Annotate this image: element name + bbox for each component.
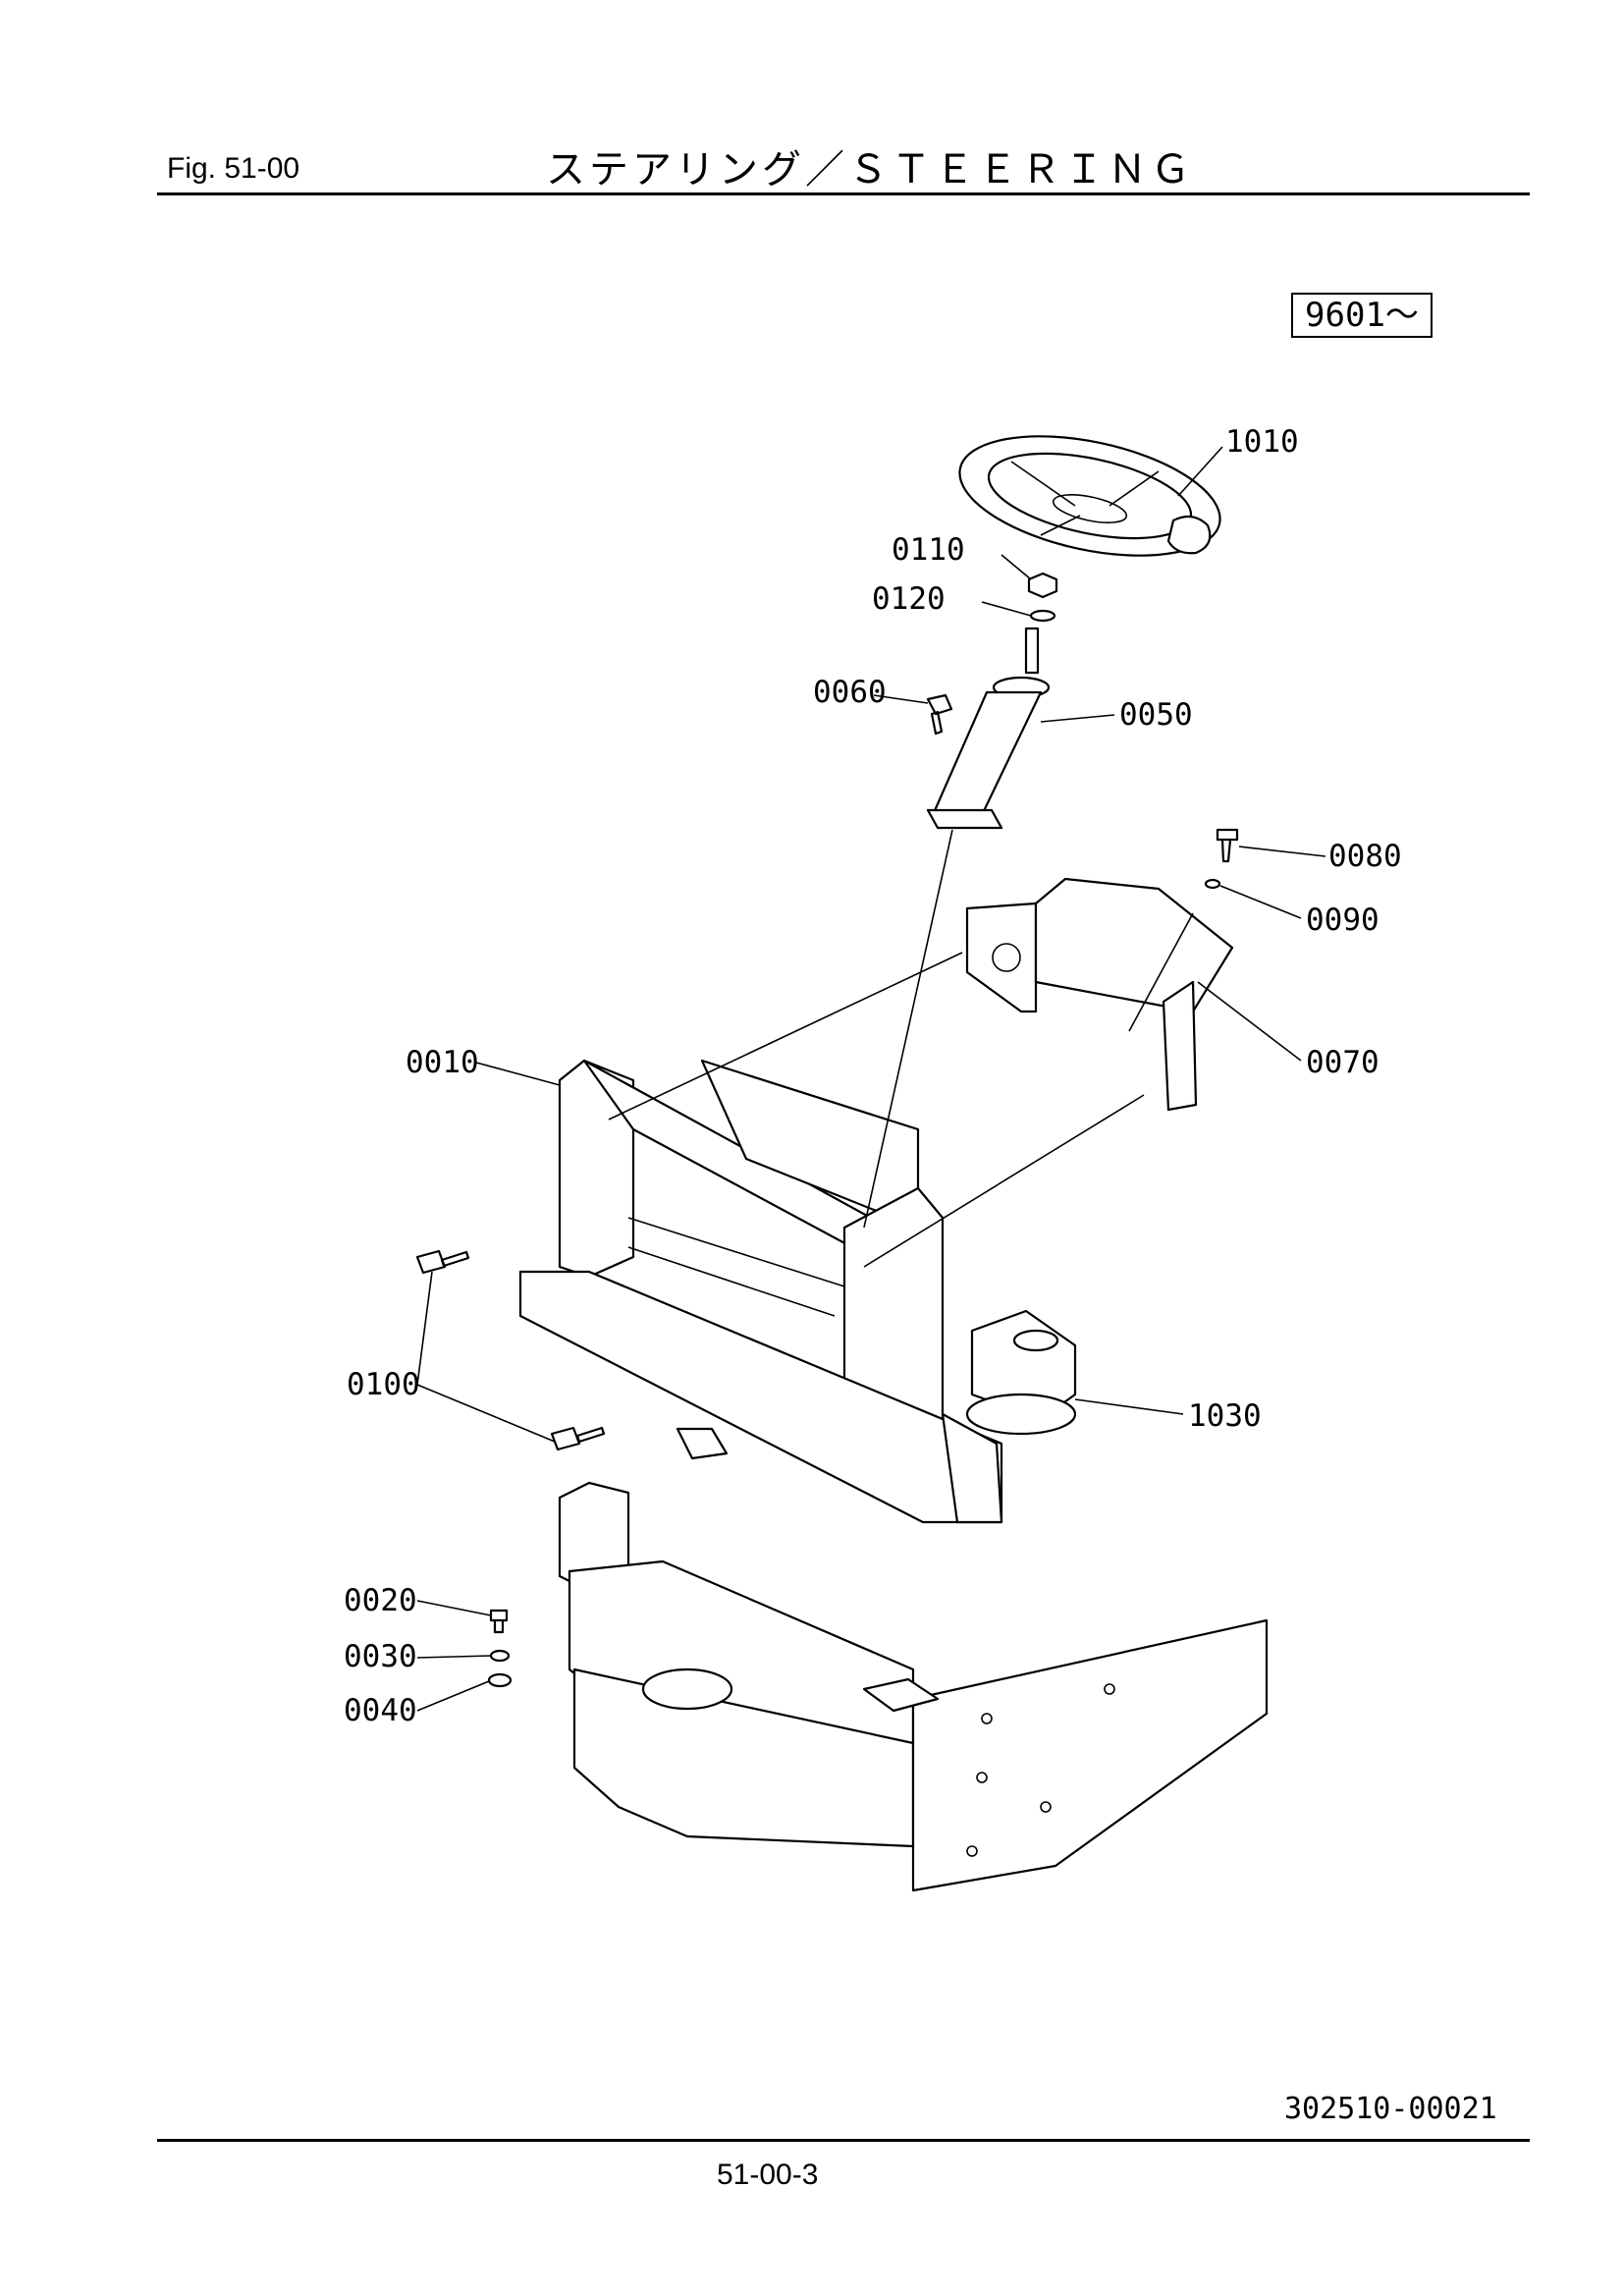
bolt-0100-lower-drawing (550, 1426, 606, 1451)
leader-lines (416, 446, 1326, 1712)
callout-0120: 0120 (872, 581, 946, 617)
callout-0060: 0060 (813, 675, 887, 710)
bolt-0020-drawing (489, 1609, 509, 1634)
callout-0040: 0040 (344, 1693, 417, 1728)
footer-rule (157, 2139, 1530, 2142)
page-title: ステアリング／ＳＴＥＥＲＩＮＧ (546, 147, 1194, 192)
callout-0100: 0100 (347, 1367, 420, 1402)
panel-0070-drawing (965, 877, 1234, 1112)
steering-wheel-drawing (958, 435, 1221, 557)
steering-column-drawing (926, 627, 1051, 830)
drawing-id: 302510-00021 (1284, 2092, 1497, 2126)
callout-0080: 0080 (1328, 839, 1402, 874)
washer-0040-drawing (487, 1672, 513, 1688)
axle-bracket-drawing (558, 1481, 1269, 1892)
screw-0080-drawing (1216, 828, 1239, 863)
callout-1010: 1010 (1225, 424, 1299, 460)
header-rule (157, 192, 1530, 195)
page-number: 51-00-3 (717, 2159, 819, 2191)
figure-label: Fig. 51-00 (167, 152, 300, 185)
bolt-0060-drawing (926, 693, 953, 736)
callout-1030: 1030 (1188, 1398, 1262, 1434)
callout-0030: 0030 (344, 1639, 417, 1674)
callout-0070: 0070 (1306, 1045, 1380, 1080)
serial-range-box: 9601～ (1291, 293, 1433, 338)
nut-washer-drawing (1027, 572, 1058, 623)
callout-0020: 0020 (344, 1583, 417, 1618)
bolt-0100-upper-drawing (415, 1249, 470, 1275)
frame-0010-drawing (518, 1059, 1003, 1524)
washer-0090-drawing (1204, 878, 1221, 890)
callout-0110: 0110 (892, 532, 965, 568)
callout-0010: 0010 (406, 1045, 479, 1080)
callout-0090: 0090 (1306, 902, 1380, 938)
steering-valve-1030-drawing (965, 1309, 1077, 1436)
callout-0050: 0050 (1119, 697, 1193, 733)
washer-0030-drawing (489, 1649, 511, 1663)
